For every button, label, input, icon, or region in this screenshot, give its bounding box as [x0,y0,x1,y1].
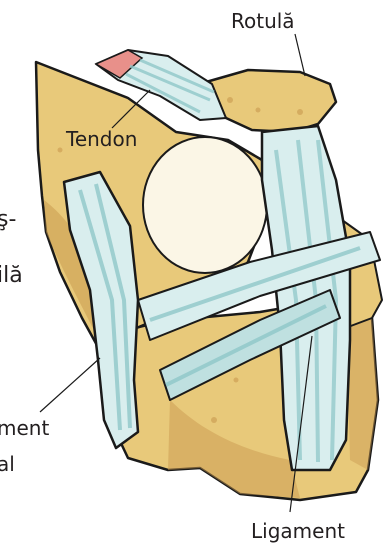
patella-bone [206,70,336,132]
rotula-leader-line [295,34,305,76]
label-rotula: Rotulă [231,11,295,31]
cropped-label-fragment-4: al [0,454,15,474]
femoral-cartilage [143,137,267,273]
cropped-label-fragment-2: ilă [0,265,23,287]
label-ligament: Ligament [251,521,345,541]
cropped-label-fragment-3: ment [0,418,49,438]
collateral-leader-line [40,358,100,412]
label-tendon: Tendon [66,129,137,149]
cropped-label-fragment-1: ş- [0,209,16,231]
